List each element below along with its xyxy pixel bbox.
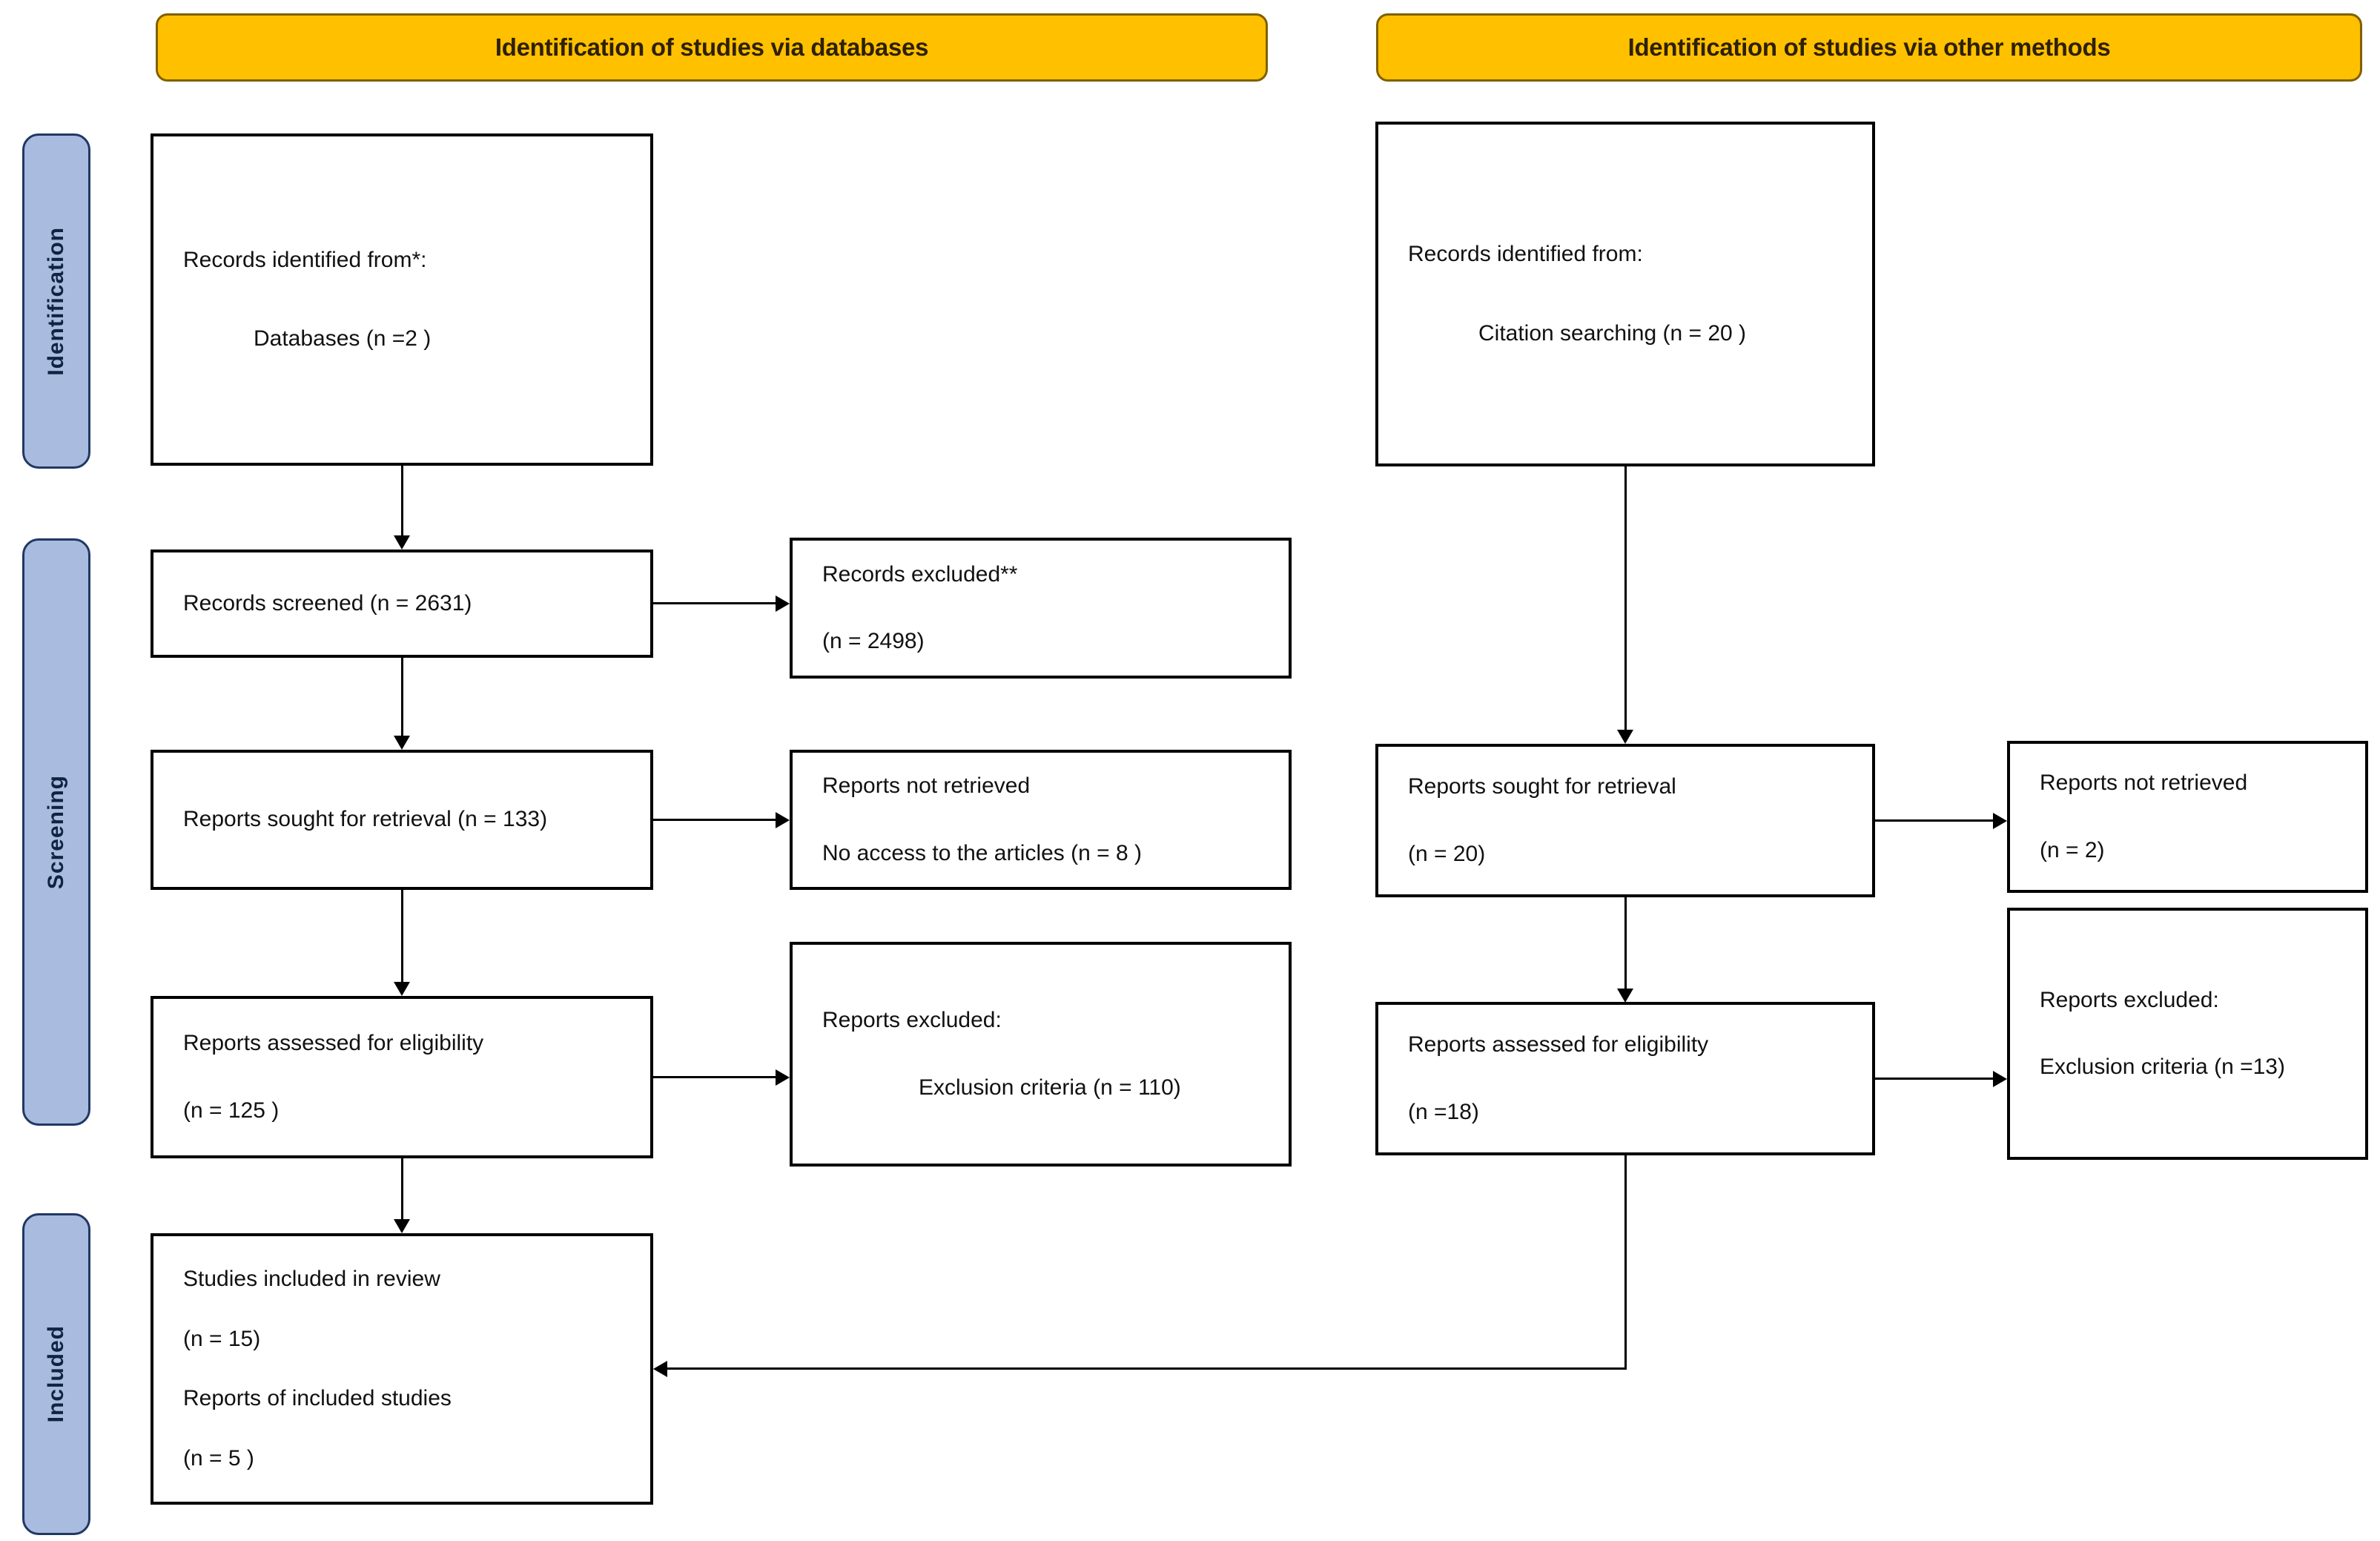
box-text: Reports sought for retrieval xyxy=(1408,774,1676,799)
arrow-screened-to-excluded-head xyxy=(776,595,790,612)
arrow-other-sought-to-not-retrieved-line xyxy=(1875,819,1994,822)
box-text: Citation searching (n = 20 ) xyxy=(1478,320,1747,346)
box-reports-assessed-databases: Reports assessed for eligibility (n = 12… xyxy=(151,996,653,1158)
box-reports-not-retrieved-databases: Reports not retrieved No access to the a… xyxy=(790,750,1292,890)
arrow-sought-to-not-retrieved-head xyxy=(776,812,790,828)
arrow-assessed-to-included-line xyxy=(401,1158,403,1221)
box-text: Records excluded** xyxy=(822,561,1018,587)
box-records-identified-other: Records identified from: Citation search… xyxy=(1375,122,1875,466)
stage-screening: Screening xyxy=(22,538,90,1126)
box-records-identified-databases: Records identified from*: Databases (n =… xyxy=(151,133,653,466)
box-reports-not-retrieved-other: Reports not retrieved (n = 2) xyxy=(2007,741,2368,893)
banner-identification-via-other-methods: Identification of studies via other meth… xyxy=(1376,13,2362,82)
arrow-other-sought-to-assessed-line xyxy=(1624,897,1627,989)
box-text: Databases (n =2 ) xyxy=(254,326,432,351)
arrow-sought-to-assessed-head xyxy=(394,982,410,996)
box-text: Reports of included studies xyxy=(183,1386,452,1410)
arrow-identified-to-screened-line xyxy=(401,466,403,537)
box-text: (n =18) xyxy=(1408,1099,1479,1124)
arrow-screened-to-sought-line xyxy=(401,658,403,736)
arrow-other-assessed-to-excluded-line xyxy=(1875,1078,1994,1080)
arrow-screened-to-excluded-line xyxy=(653,602,776,604)
arrow-other-sought-to-not-retrieved-head xyxy=(1993,813,2007,829)
arrow-assessed-to-reports-excluded-line xyxy=(653,1076,776,1078)
arrow-identified-to-screened-head xyxy=(394,535,410,550)
arrow-other-sought-to-assessed-head xyxy=(1617,989,1633,1003)
box-text: Records identified from: xyxy=(1408,242,1643,266)
box-text: (n = 5 ) xyxy=(183,1445,254,1471)
box-text: Reports not retrieved xyxy=(2040,770,2248,795)
banner-identification-via-databases: Identification of studies via databases xyxy=(156,13,1268,82)
arrow-screened-to-sought-head xyxy=(394,736,410,750)
arrow-other-to-included-vertical-line xyxy=(1624,1155,1627,1369)
box-text: Exclusion criteria (n =13) xyxy=(2040,1055,2285,1079)
box-text: (n = 20) xyxy=(1408,841,1486,866)
box-text: Reports sought for retrieval (n = 133) xyxy=(183,807,548,832)
box-reports-excluded-other: Reports excluded: Exclusion criteria (n … xyxy=(2007,908,2368,1160)
stage-identification: Identification xyxy=(22,133,90,469)
arrow-assessed-to-reports-excluded-head xyxy=(776,1069,790,1086)
box-text: Reports excluded: xyxy=(2040,987,2219,1012)
arrow-other-to-included-head xyxy=(653,1361,667,1377)
arrow-other-to-included-horizontal-line xyxy=(667,1367,1627,1370)
arrow-assessed-to-included-head xyxy=(394,1219,410,1233)
stage-label: Screening xyxy=(44,774,68,890)
box-text: (n = 15) xyxy=(183,1326,261,1351)
banner-label: Identification of studies via databases xyxy=(495,33,929,61)
box-studies-included: Studies included in review (n = 15) Repo… xyxy=(151,1233,653,1505)
box-text: Reports excluded: xyxy=(822,1008,1002,1032)
box-text: (n = 2) xyxy=(2040,837,2105,862)
box-reports-excluded-databases: Reports excluded: Exclusion criteria (n … xyxy=(790,942,1292,1167)
box-text: Records screened (n = 2631) xyxy=(183,590,472,616)
box-text: (n = 125 ) xyxy=(183,1098,280,1123)
box-text: Exclusion criteria (n = 110) xyxy=(919,1075,1181,1100)
box-text: No access to the articles (n = 8 ) xyxy=(822,840,1143,865)
box-text: Reports not retrieved xyxy=(822,773,1031,798)
arrow-sought-to-assessed-line xyxy=(401,890,403,983)
box-records-screened: Records screened (n = 2631) xyxy=(151,550,653,658)
box-text: (n = 2498) xyxy=(822,629,925,653)
box-text: Reports assessed for eligibility xyxy=(183,1031,484,1055)
box-reports-assessed-other: Reports assessed for eligibility (n =18) xyxy=(1375,1002,1875,1155)
stage-label: Included xyxy=(44,1325,68,1423)
arrow-other-identified-to-sought-head xyxy=(1617,730,1633,744)
stage-label: Identification xyxy=(44,226,68,376)
box-reports-sought-databases: Reports sought for retrieval (n = 133) xyxy=(151,750,653,890)
box-text: Studies included in review xyxy=(183,1267,440,1291)
arrow-other-assessed-to-excluded-head xyxy=(1993,1071,2007,1087)
stage-included: Included xyxy=(22,1213,90,1535)
banner-label: Identification of studies via other meth… xyxy=(1627,33,2111,61)
box-text: Reports assessed for eligibility xyxy=(1408,1032,1709,1057)
arrow-sought-to-not-retrieved-line xyxy=(653,819,776,821)
box-text: Records identified from*: xyxy=(183,247,427,272)
box-reports-sought-other: Reports sought for retrieval (n = 20) xyxy=(1375,744,1875,897)
box-records-excluded: Records excluded** (n = 2498) xyxy=(790,538,1292,679)
arrow-other-identified-to-sought-line xyxy=(1624,466,1627,730)
